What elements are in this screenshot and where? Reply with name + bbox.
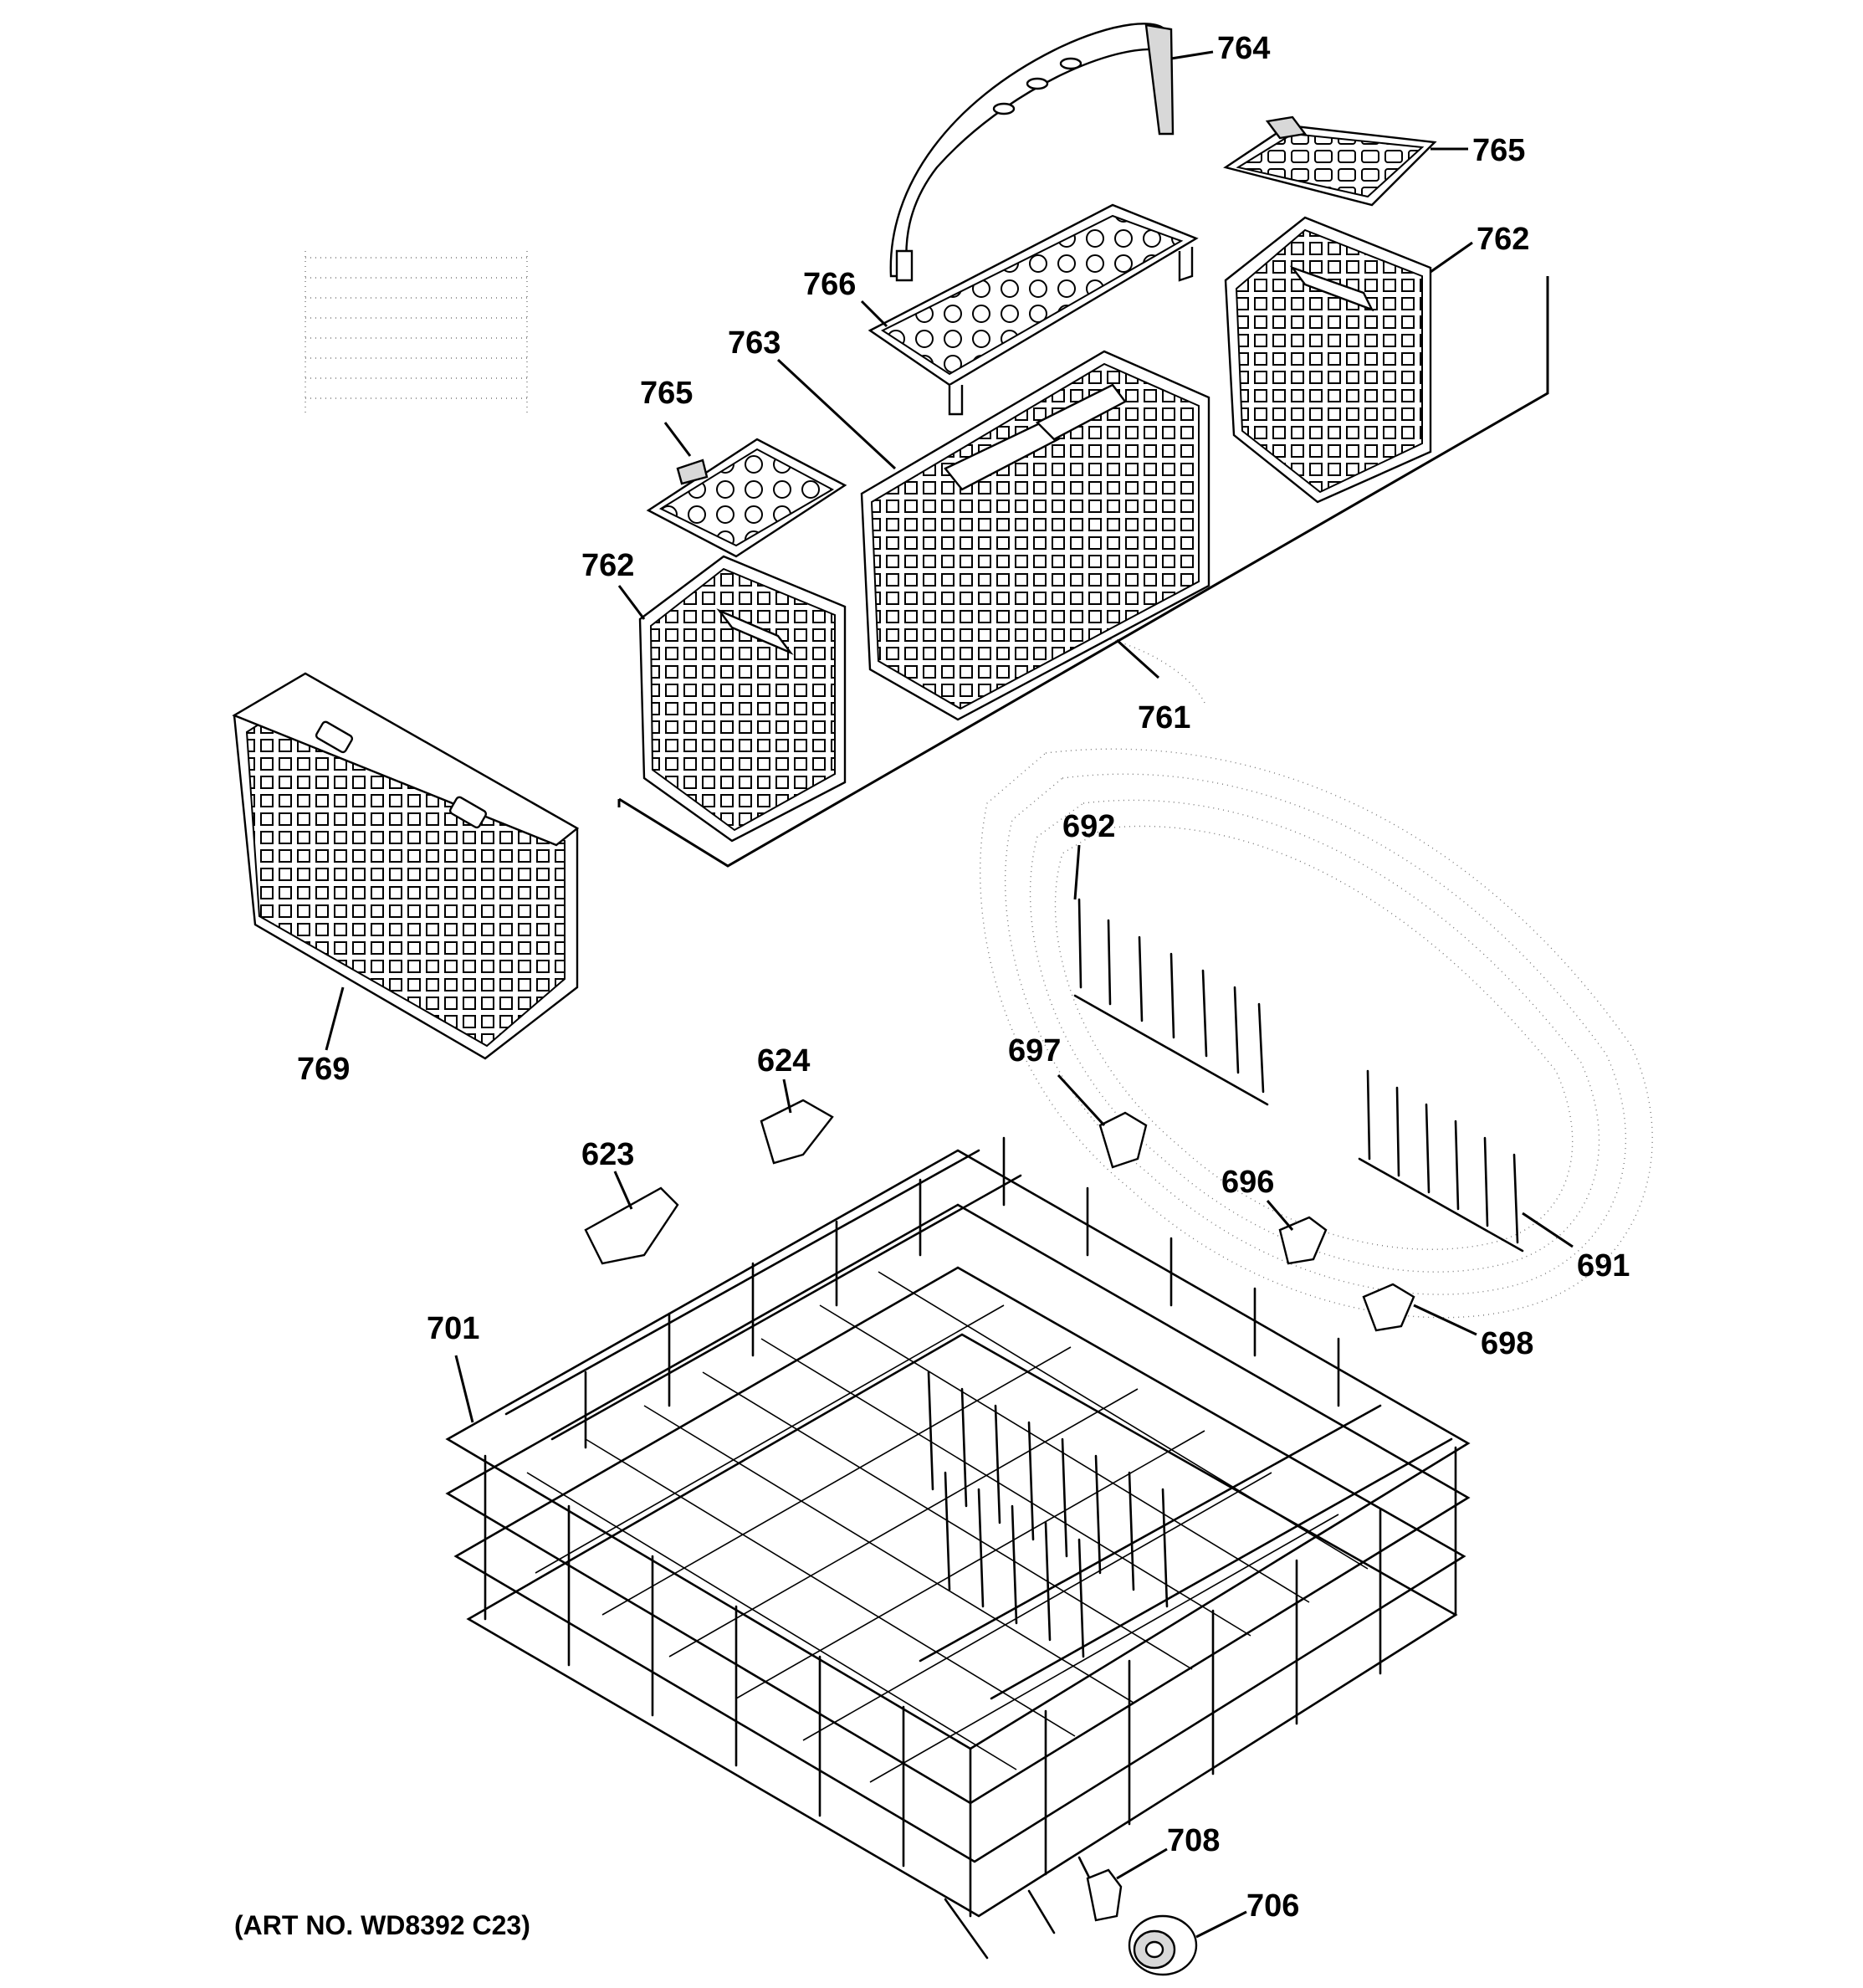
silverware-basket: [232, 672, 580, 1060]
leader-lines: [325, 50, 1574, 1939]
basket-lid-right: [1223, 115, 1437, 207]
callout-761: 761: [1138, 700, 1190, 735]
ghost-area: [305, 251, 528, 414]
callout-696: 696: [1221, 1165, 1274, 1200]
clip-697: [1098, 1111, 1148, 1169]
callout-766: 766: [803, 267, 856, 302]
basket-lid-large: [868, 203, 1199, 416]
utensil-tray-base: [617, 276, 1549, 868]
callout-769: 769: [297, 1052, 350, 1087]
tine-row-692: [1073, 898, 1269, 1106]
clip-623: [584, 1186, 679, 1265]
clip-698: [1362, 1283, 1415, 1332]
callout-762-left: 762: [581, 548, 634, 583]
basket-lid-left: [646, 438, 847, 558]
callout-706: 706: [1246, 1888, 1299, 1924]
ghost-tine-outline: [980, 635, 1653, 1319]
callout-764: 764: [1217, 31, 1270, 66]
tine-row-691: [1358, 1069, 1524, 1253]
rack-wheel-706: [1128, 1914, 1198, 1976]
callout-698: 698: [1481, 1326, 1533, 1361]
lower-rack: [445, 1136, 1471, 1960]
callout-763: 763: [728, 325, 781, 361]
callout-701: 701: [427, 1311, 479, 1346]
clip-624: [760, 1099, 834, 1165]
callout-623: 623: [581, 1137, 634, 1172]
art-number: (ART NO. WD8392 C23): [234, 1910, 530, 1940]
callout-765-left: 765: [640, 376, 693, 411]
basket-small-right: [1224, 216, 1432, 504]
callout-692: 692: [1062, 809, 1115, 844]
callout-765-right: 765: [1472, 133, 1525, 168]
callout-624: 624: [757, 1043, 810, 1079]
basket-handle: [889, 23, 1175, 282]
callout-762-right: 762: [1477, 222, 1529, 257]
basket-large-center: [860, 350, 1210, 721]
basket-small-left: [638, 555, 847, 843]
stop-clip-708: [1086, 1868, 1123, 1922]
callout-708: 708: [1167, 1823, 1220, 1858]
callout-691: 691: [1577, 1248, 1630, 1283]
callout-697: 697: [1008, 1033, 1061, 1068]
